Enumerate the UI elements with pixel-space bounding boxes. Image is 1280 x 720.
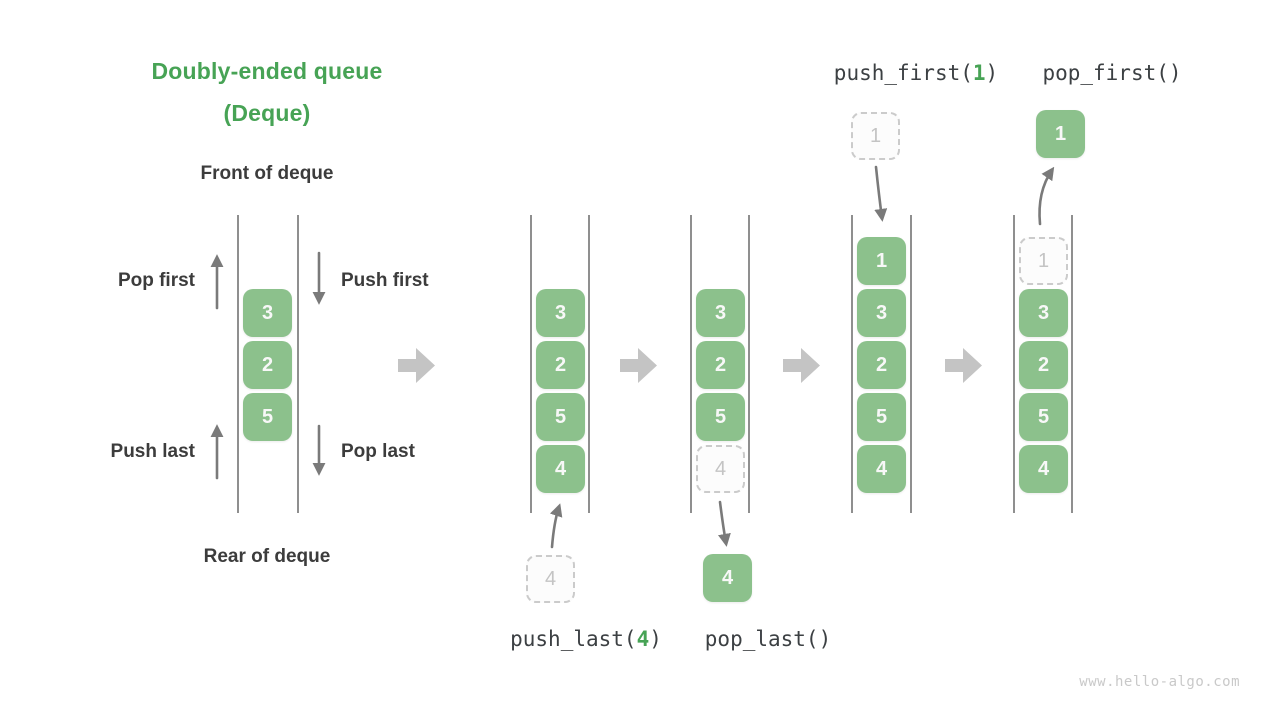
deque-wall [530,215,532,513]
push-first-move-arrow-icon [874,165,888,222]
deque-cell: 2 [857,341,906,389]
deque-wall [851,215,853,513]
front-of-deque-label: Front of deque [200,163,334,184]
diagram-title-line1: Doubly-ended queue [151,58,383,84]
deque-cell: 3 [696,289,745,337]
diagram-title-line2: (Deque) [223,100,311,126]
deque-wall [297,215,299,513]
code-text: push_first( [833,61,973,85]
deque-cell: 2 [1019,341,1068,389]
code-arg: 1 [972,61,986,85]
deque-cell: 4 [536,445,585,493]
deque-wall [1013,215,1015,513]
push-last-label: Push last [110,441,195,462]
pop-first-move-arrow-icon [1038,166,1055,226]
rear-of-deque-label: Rear of deque [203,546,331,567]
popped-cell: 4 [703,554,752,602]
flow-arrow-icon [945,348,982,383]
code-text: push_last( [510,627,637,651]
deque-cell: 5 [696,393,745,441]
push-first-code-label: push_first(1) [818,61,1014,85]
code-text: ) [649,627,662,651]
deque-wall [588,215,590,513]
pop-last-label: Pop last [341,441,415,462]
push-last-code-label: push_last(4) [498,627,674,651]
ghost-cell: 1 [1019,237,1068,285]
push-first-label: Push first [341,270,429,291]
deque-cell: 2 [696,341,745,389]
ghost-cell: 4 [696,445,745,493]
deque-cell: 2 [243,341,292,389]
watermark: www.hello-algo.com [1079,674,1240,690]
pop-last-code-label: pop_last() [704,627,832,651]
deque-cell: 3 [536,289,585,337]
deque-wall [910,215,912,513]
code-text: ) [985,61,999,85]
popped-cell: 1 [1036,110,1085,158]
code-arg: 4 [636,627,650,651]
deque-cell: 3 [857,289,906,337]
flow-arrow-icon [620,348,657,383]
deque-wall [1071,215,1073,513]
deque-cell: 3 [1019,289,1068,337]
ghost-cell: 1 [851,112,900,160]
deque-wall [748,215,750,513]
deque-cell: 5 [1019,393,1068,441]
flow-arrow-icon [398,348,435,383]
deque-cell: 2 [536,341,585,389]
deque-cell: 5 [243,393,292,441]
deque-cell: 1 [857,237,906,285]
pop-last-move-arrow-icon [718,500,731,547]
deque-cell: 3 [243,289,292,337]
ghost-cell: 4 [526,555,575,603]
deque-cell: 5 [857,393,906,441]
pop-first-label: Pop first [117,270,195,291]
deque-cell: 5 [536,393,585,441]
flow-arrow-icon [783,348,820,383]
deque-cell: 4 [857,445,906,493]
push-last-move-arrow-icon [549,503,563,549]
deque-wall [690,215,692,513]
pop-first-code-label: pop_first() [1042,61,1182,85]
deque-wall [237,215,239,513]
deque-cell: 4 [1019,445,1068,493]
